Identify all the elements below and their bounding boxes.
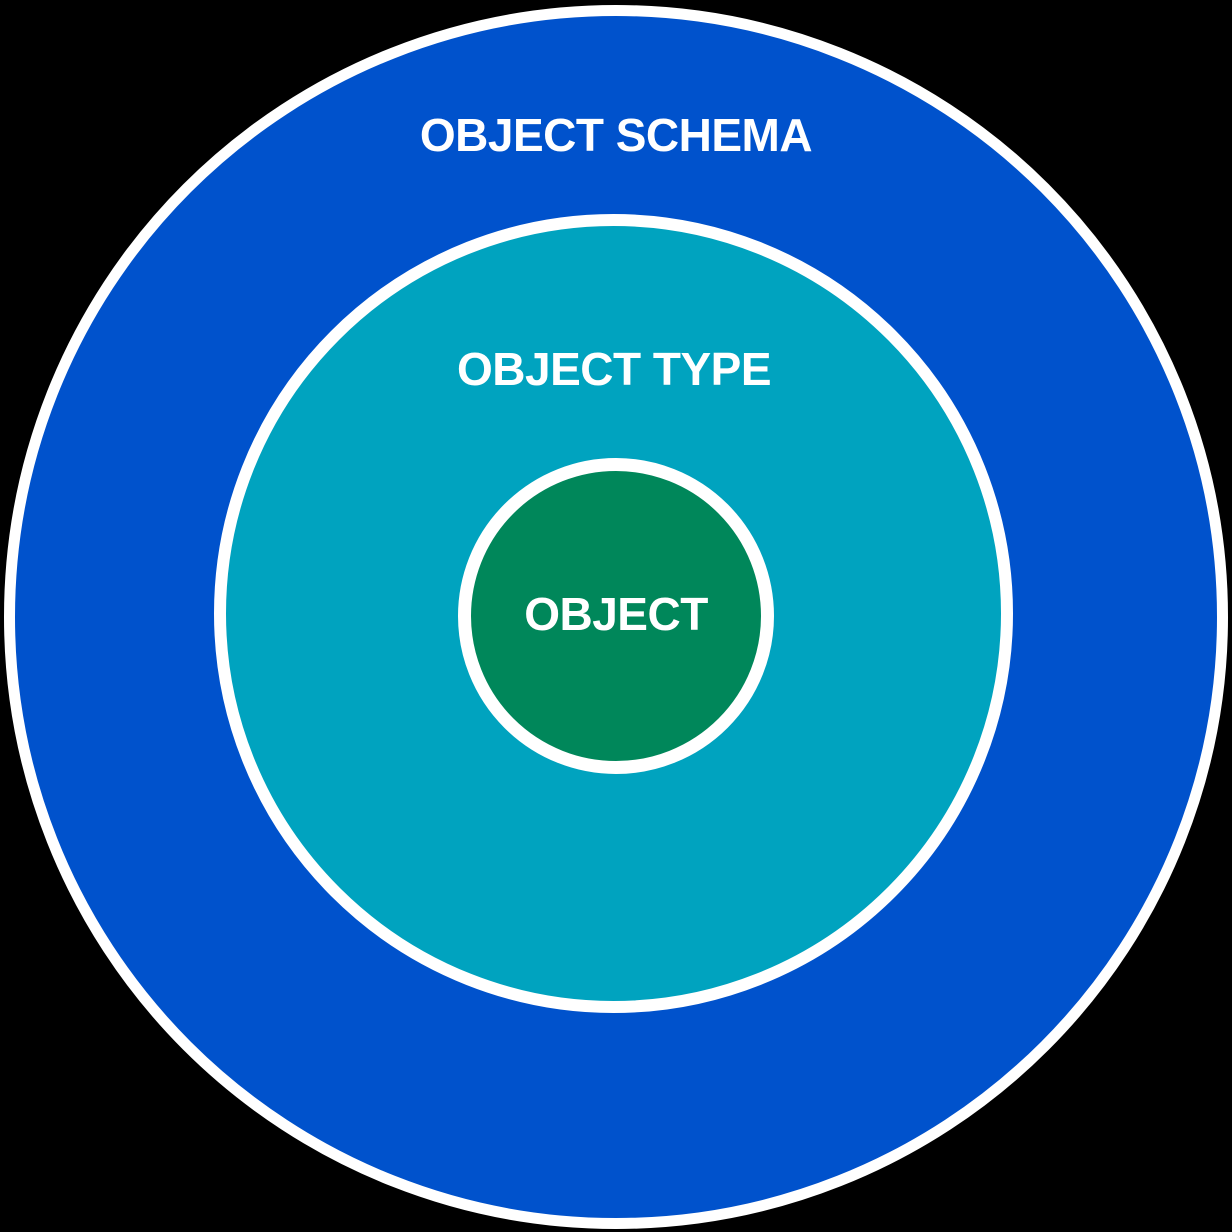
object-type-label: OBJECT TYPE [456, 343, 772, 395]
object-schema-label: OBJECT SCHEMA [419, 109, 813, 161]
object-label: OBJECT [524, 588, 708, 640]
